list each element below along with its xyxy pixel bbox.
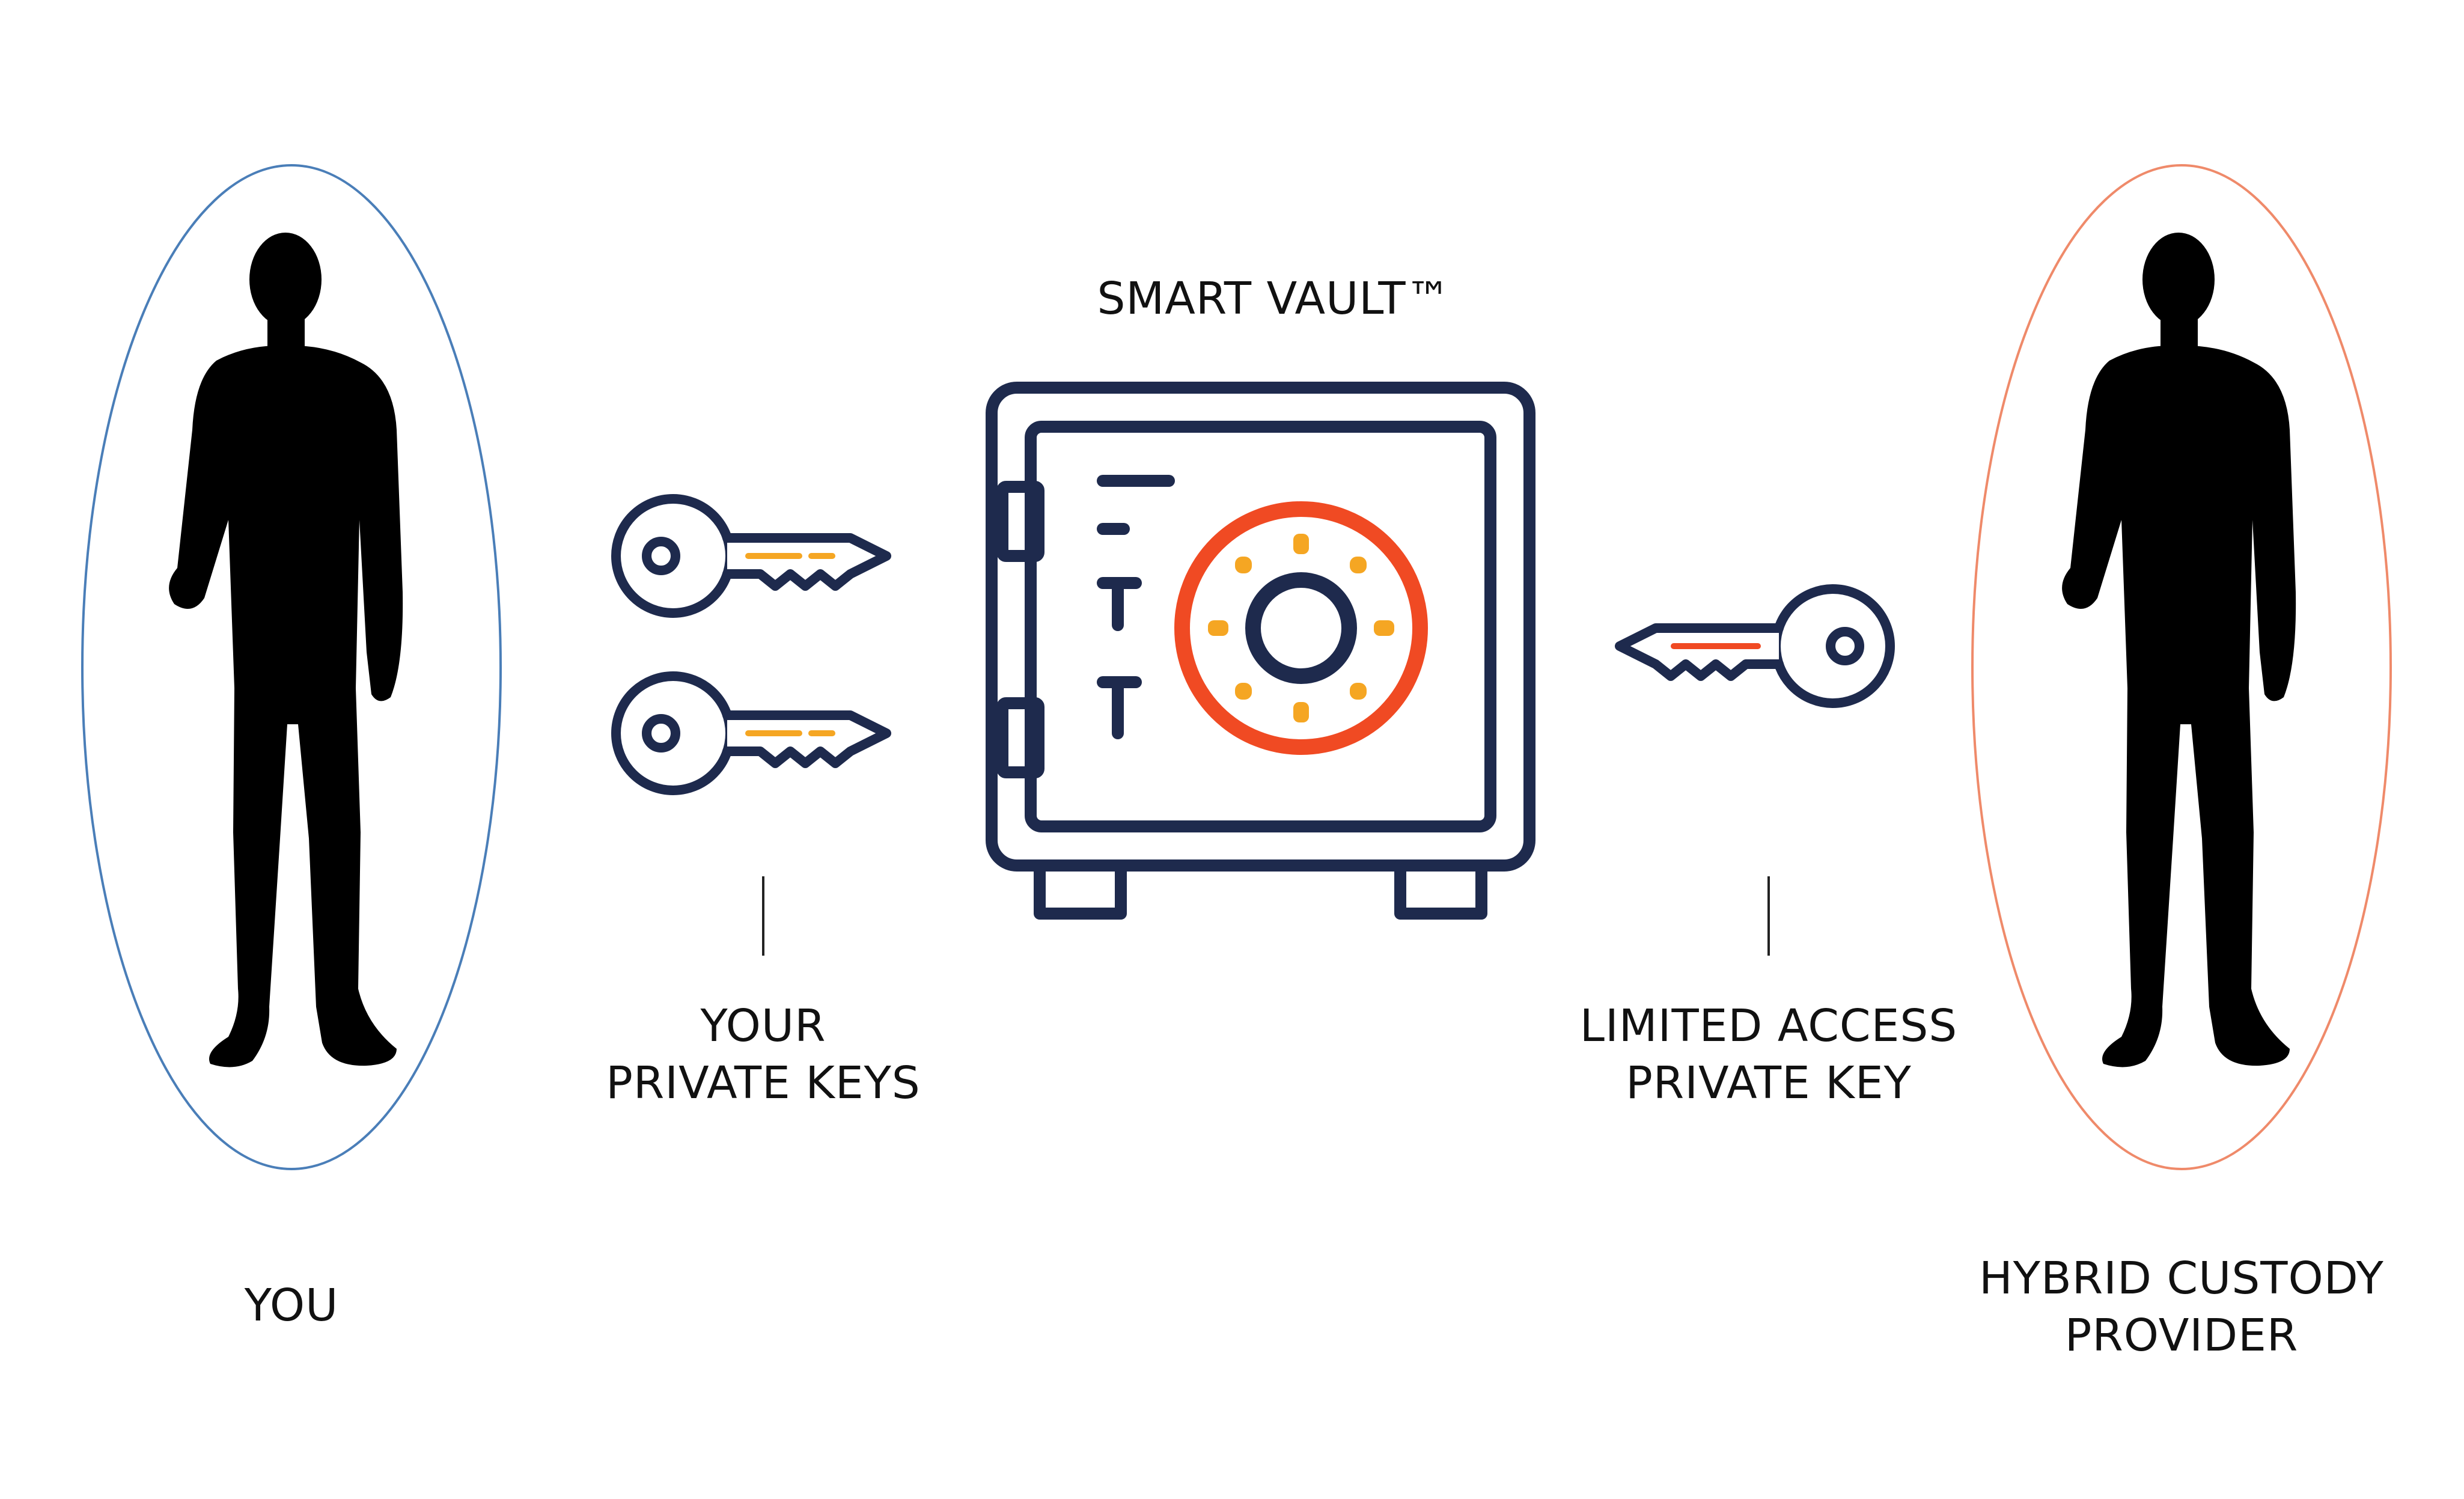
key-icon xyxy=(611,494,891,618)
provider-line2: PROVIDER xyxy=(2064,1310,2299,1361)
vault-dial-ticks xyxy=(1208,534,1394,722)
safe-vault-icon xyxy=(986,382,1535,920)
provider-label: HYBRID CUSTODY PROVIDER xyxy=(1911,1250,2452,1364)
your-keys-line2: PRIVATE KEYS xyxy=(606,1057,921,1109)
provider-ellipse xyxy=(1971,164,2392,1170)
key-icon xyxy=(1615,584,1895,708)
your-keys-line1: YOUR xyxy=(700,1000,826,1052)
you-ellipse xyxy=(81,164,502,1170)
vault-title: SMART VAULT™ xyxy=(1097,273,1451,325)
person-silhouette-icon xyxy=(169,233,403,1067)
person-silhouette-icon xyxy=(2062,233,2296,1067)
limited-key-line2: PRIVATE KEY xyxy=(1626,1057,1912,1109)
limited-key-line1: LIMITED ACCESS xyxy=(1579,1000,1958,1052)
limited-access-key-label: LIMITED ACCESS PRIVATE KEY xyxy=(1498,998,2039,1112)
your-private-keys-label: YOUR PRIVATE KEYS xyxy=(523,998,1004,1112)
key-icon xyxy=(611,671,891,795)
provider-line1: HYBRID CUSTODY xyxy=(1979,1253,2384,1304)
you-label: YOU xyxy=(244,1280,339,1331)
